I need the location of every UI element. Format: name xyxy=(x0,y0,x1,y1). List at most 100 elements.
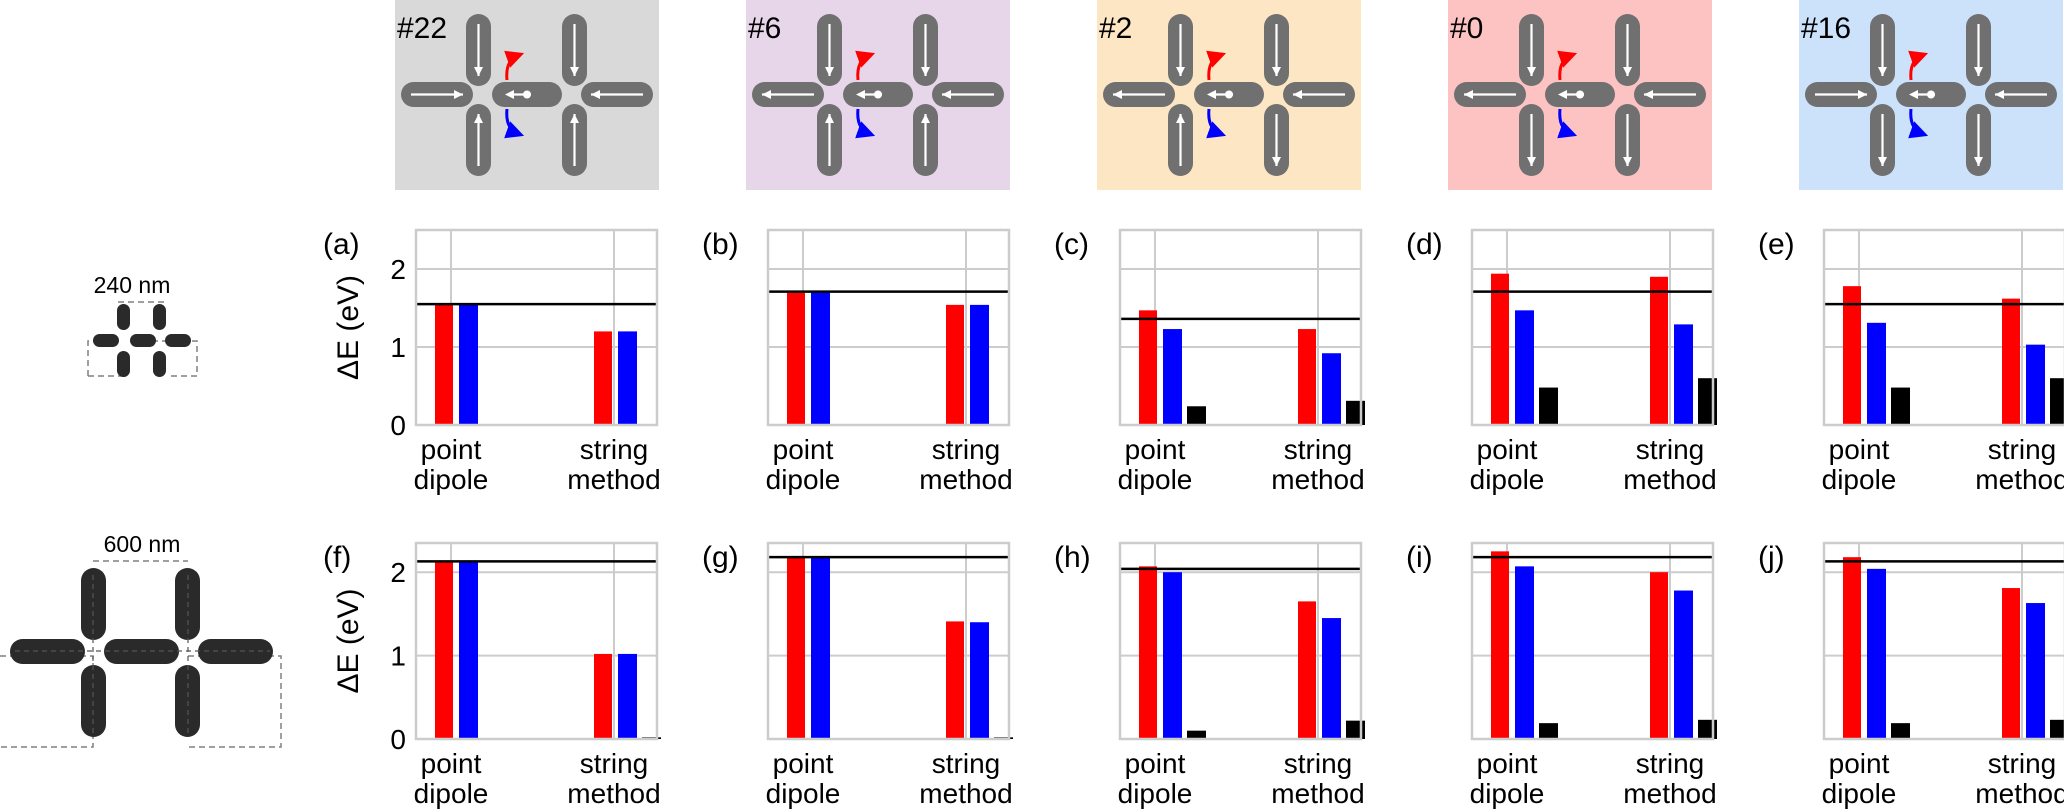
category-label: point xyxy=(773,434,834,465)
panel-label: (f) xyxy=(323,541,351,574)
magnet-1 xyxy=(1519,14,1544,86)
central-magnet xyxy=(1896,82,1966,107)
category-label: string xyxy=(1636,748,1704,779)
bar-blue-point-dipole xyxy=(459,560,478,739)
y-tick-label: 1 xyxy=(390,641,406,672)
size-label-600: 600 nm xyxy=(104,531,181,557)
size-label-240: 240 nm xyxy=(94,272,171,298)
category-label: method xyxy=(1623,778,1716,809)
bar-blue-point-dipole xyxy=(1867,322,1886,425)
bar-red-point-dipole xyxy=(435,304,453,425)
y-tick-label: 0 xyxy=(390,410,406,441)
category-label: string xyxy=(580,748,648,779)
bar-blue-point-dipole xyxy=(1515,310,1534,425)
magnet-2 xyxy=(1615,14,1640,86)
category-label: point xyxy=(773,748,834,779)
magnet-2 xyxy=(1264,14,1289,86)
blue-rotation-arrow xyxy=(855,108,876,139)
panel-label: (i) xyxy=(1406,541,1433,574)
category-label: method xyxy=(919,464,1012,495)
magnet-4 xyxy=(1283,82,1355,107)
vertex-id-label: #16 xyxy=(1801,12,1851,45)
bar-blue-point-dipole xyxy=(459,304,478,425)
plot-frame xyxy=(1470,541,1715,741)
magnet-3 xyxy=(1454,82,1526,107)
bar-red-string-method xyxy=(594,653,612,739)
bar-blue-string-method xyxy=(1322,618,1341,739)
large-vertex-sketch: 600 nm xyxy=(0,531,282,748)
category-label: string xyxy=(1284,748,1352,779)
vertex-icon-3: #2 xyxy=(1097,0,1361,190)
bar-blue-string-method xyxy=(2026,603,2045,739)
category-label: point xyxy=(421,434,482,465)
magnet-5 xyxy=(817,104,842,176)
category-label: dipole xyxy=(766,778,841,809)
category-label: method xyxy=(1623,464,1716,495)
category-label: point xyxy=(1125,434,1186,465)
magnet-6 xyxy=(562,104,587,176)
bar-red-point-dipole xyxy=(1491,551,1509,739)
magnet-5 xyxy=(1519,104,1544,176)
central-magnet xyxy=(843,82,913,107)
vertex-id-label: #22 xyxy=(397,12,447,45)
magnet-3 xyxy=(1103,82,1175,107)
panel-label: (g) xyxy=(702,541,739,574)
magnet-6 xyxy=(913,104,938,176)
bar-blue-string-method xyxy=(1674,324,1693,425)
bar-red-string-method xyxy=(1298,329,1316,425)
y-tick-label: 2 xyxy=(390,557,406,588)
vertex-id-label: #6 xyxy=(748,12,781,45)
magnet-4 xyxy=(581,82,653,107)
bar-blue-string-method xyxy=(1322,353,1341,425)
red-rotation-arrow xyxy=(855,50,876,81)
bar-black-point-dipole xyxy=(1539,387,1558,425)
panel-label: (b) xyxy=(702,228,739,261)
bar-red-point-dipole xyxy=(787,557,805,739)
central-magnet xyxy=(1545,82,1615,107)
bar-black-point-dipole xyxy=(1891,387,1910,425)
category-label: method xyxy=(1975,778,2064,809)
bar-red-point-dipole xyxy=(1139,310,1157,425)
magnet-5 xyxy=(1168,104,1193,176)
category-label: method xyxy=(919,778,1012,809)
red-rotation-arrow xyxy=(1908,50,1929,81)
bar-red-string-method xyxy=(594,331,612,425)
small-vertex-sketch: 240 nm xyxy=(87,272,198,377)
category-label: string xyxy=(1636,434,1704,465)
y-tick-label: 0 xyxy=(390,724,406,755)
magnet-6 xyxy=(1966,104,1991,176)
plot-frame xyxy=(1822,228,2064,427)
vertex-configurations: #22 #6 #2 #0 #16 xyxy=(395,0,2063,190)
plot-frame xyxy=(766,541,1011,741)
vertex-id-label: #0 xyxy=(1450,12,1483,45)
bar-blue-string-method xyxy=(618,331,637,425)
category-label: dipole xyxy=(1118,464,1193,495)
bar-blue-point-dipole xyxy=(1163,572,1182,739)
vertex-icon-5: #16 xyxy=(1799,0,2063,190)
red-rotation-arrow xyxy=(1557,50,1578,81)
bar-red-string-method xyxy=(946,621,964,739)
bar-red-string-method xyxy=(1650,572,1668,739)
panel-label: (h) xyxy=(1054,541,1091,574)
vertex-icon-2: #6 xyxy=(746,0,1010,190)
category-label: string xyxy=(1988,748,2056,779)
bar-black-string-method xyxy=(2050,719,2064,739)
magnet-4 xyxy=(1634,82,1706,107)
category-label: dipole xyxy=(1470,778,1545,809)
blue-rotation-arrow xyxy=(1908,108,1929,139)
category-label: point xyxy=(1477,434,1538,465)
blue-rotation-arrow xyxy=(504,108,525,139)
bar-red-point-dipole xyxy=(1139,566,1157,739)
vertex-icon-1: #22 xyxy=(395,0,659,190)
bar-blue-string-method xyxy=(970,622,989,739)
magnet-1 xyxy=(1870,14,1895,86)
bar-black-point-dipole xyxy=(1891,723,1910,739)
magnet-6 xyxy=(1264,104,1289,176)
category-label: string xyxy=(580,434,648,465)
bar-red-point-dipole xyxy=(1843,286,1861,425)
